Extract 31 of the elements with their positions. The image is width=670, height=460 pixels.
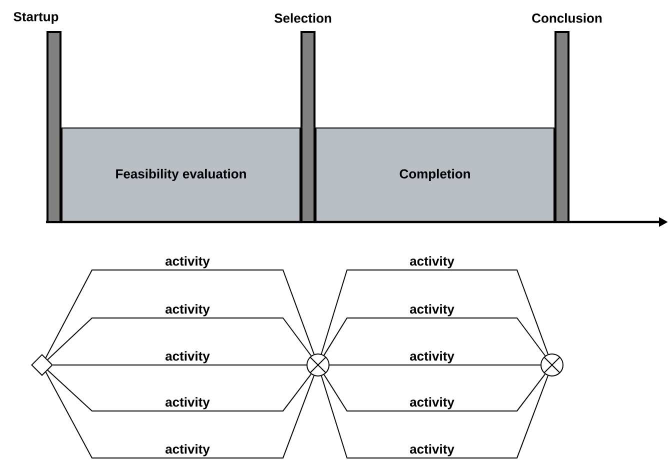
phase-box: Completion	[316, 128, 554, 222]
xor-gateway	[306, 353, 330, 376]
connector-line	[47, 370, 312, 412]
edge-label: activity	[165, 444, 210, 456]
milestone-label: Selection	[274, 13, 332, 23]
connector-line	[329, 364, 541, 366]
connector-line	[324, 374, 546, 412]
milestone-bar	[554, 31, 570, 223]
start-diamond	[31, 354, 53, 376]
edge-label: activity	[410, 397, 454, 410]
edge-label: activity	[410, 256, 454, 268]
milestone-bar	[300, 31, 316, 223]
milestone-bar	[46, 31, 62, 223]
milestone-label: Conclusion	[532, 13, 602, 23]
connector-line	[324, 317, 546, 356]
xor-gateway	[540, 353, 564, 376]
connector-line	[320, 270, 549, 355]
edge-label: activity	[410, 351, 454, 364]
edge-label: activity	[410, 444, 454, 456]
edge-label: activity	[165, 304, 210, 316]
milestone-label: Startup	[14, 12, 58, 24]
edge-label: activity	[165, 256, 210, 268]
edge-label: activity	[165, 351, 210, 364]
edge-label: activity	[410, 304, 454, 316]
connector-line	[320, 375, 548, 458]
connector-line	[45, 372, 314, 458]
connector-line	[47, 317, 312, 360]
phase-box: Feasibility evaluation	[62, 128, 300, 222]
connector-line	[52, 364, 307, 366]
edge-label: activity	[165, 397, 210, 410]
connector-line	[45, 270, 315, 358]
